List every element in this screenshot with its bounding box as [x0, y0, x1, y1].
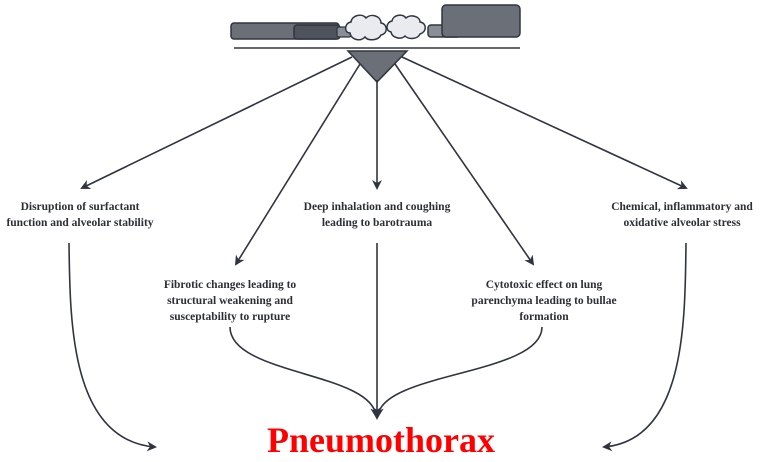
cause-fibrotic-label: Fibrotic changes leading to structural w… — [140, 277, 320, 325]
cause-surfactant-label: Disruption of surfactant function and al… — [0, 199, 160, 231]
cause-surfactant-line-1: Disruption of surfactant — [20, 201, 140, 213]
cause-oxidative-line-2: oxidative alveolar stress — [623, 217, 741, 229]
cause-cytotoxic-line-2: parenchyma leading to bullae — [471, 295, 617, 307]
arrow-oxidative-to-outcome — [602, 242, 687, 452]
outcome-title: Pneumothorax — [267, 420, 495, 460]
cause-fibrotic-line-1: Fibrotic changes leading to — [163, 279, 297, 291]
arrow-to-oxidative — [401, 56, 688, 190]
cause-cytotoxic-label: Cytotoxic effect on lung parenchyma lead… — [450, 277, 638, 325]
cause-barotrauma-line-1: Deep inhalation and coughing — [303, 201, 451, 213]
cause-barotrauma-label: Deep inhalation and coughing leading to … — [294, 199, 460, 231]
arrow-to-cytotoxic — [394, 63, 535, 266]
arrow-cytotoxic-to-outcome — [373, 326, 543, 418]
cigarette-vape-icon — [230, 4, 521, 40]
smoke-cloud-icon — [344, 14, 426, 41]
cause-oxidative-label: Chemical, inflammatory and oxidative alv… — [602, 199, 762, 231]
cause-cytotoxic-line-1: Cytotoxic effect on lung — [485, 279, 603, 291]
arrow-surfactant-to-outcome — [68, 242, 157, 452]
cause-fibrotic-line-2: structural weakening and — [167, 295, 293, 307]
arrow-to-surfactant — [80, 56, 353, 190]
arrow-fibrotic-to-outcome — [229, 326, 381, 418]
cause-oxidative-line-1: Chemical, inflammatory and — [611, 201, 753, 213]
cause-cytotoxic-line-3: formation — [519, 311, 569, 323]
cause-barotrauma-line-2: leading to barotrauma — [321, 217, 433, 229]
cause-fibrotic-line-3: susceptability to rupture — [169, 311, 291, 323]
arrow-to-fibrotic — [234, 63, 361, 266]
funnel-triangle-icon — [346, 50, 409, 84]
cause-surfactant-line-2: function and alveolar stability — [6, 217, 154, 229]
